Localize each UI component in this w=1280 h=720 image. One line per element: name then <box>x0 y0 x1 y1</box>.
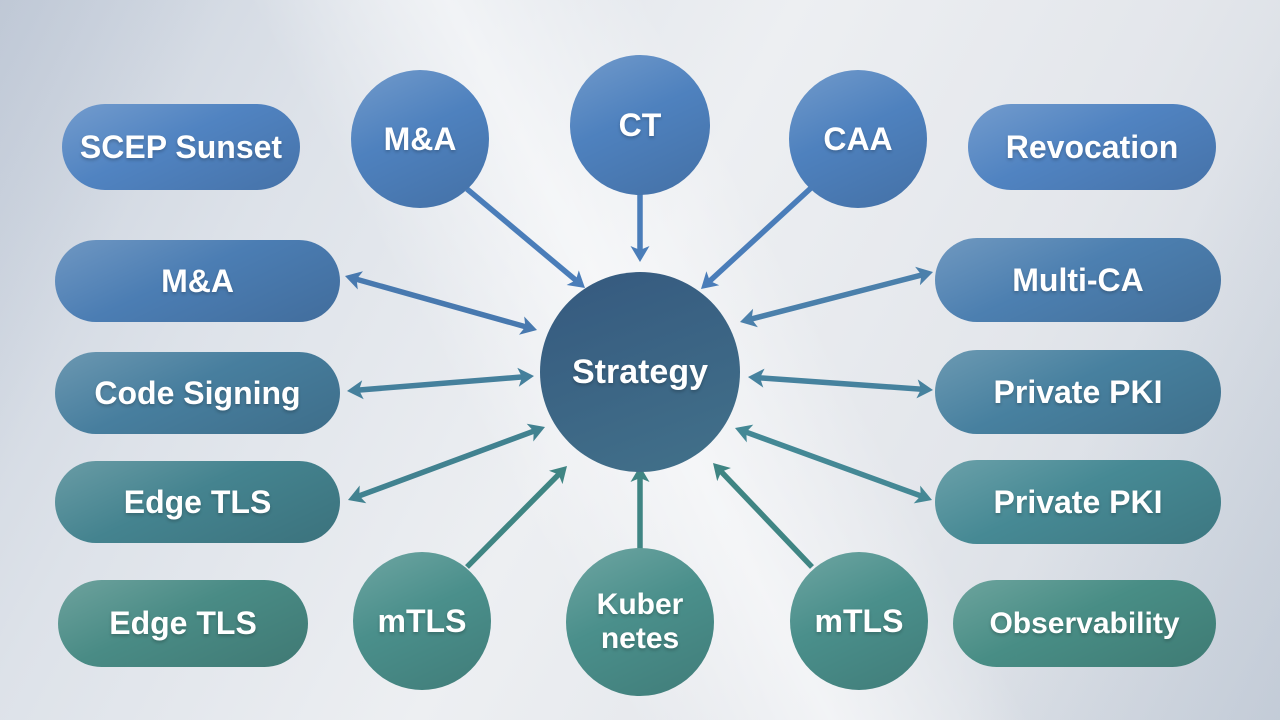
arrow-private-pki-2-both-strategy <box>735 424 932 504</box>
node-caa-label: CAA <box>823 120 893 157</box>
node-revocation: Revocation <box>968 104 1216 190</box>
arrow-mtls-right-to-strategy <box>713 463 814 569</box>
node-ct: CT <box>570 55 710 195</box>
node-edge-tls-2: Edge TLS <box>58 580 308 667</box>
node-mtls-right: mTLS <box>790 552 928 690</box>
node-strategy: Strategy <box>540 272 740 472</box>
node-ma-pill: M&A <box>55 240 340 322</box>
node-mtls-right-label: mTLS <box>814 602 904 639</box>
node-kubernetes-label: Kuber netes <box>596 588 684 655</box>
arrow-caa-to-strategy <box>701 185 813 289</box>
node-observability: Observability <box>953 580 1216 667</box>
node-multi-ca-label: Multi-CA <box>1012 261 1144 298</box>
node-code-signing: Code Signing <box>55 352 340 434</box>
node-strategy-label: Strategy <box>571 352 709 391</box>
node-observability-label: Observability <box>989 606 1180 640</box>
node-ma-pill-label: M&A <box>161 262 234 299</box>
node-private-pki-2: Private PKI <box>935 460 1221 544</box>
arrow-private-pki-1-both-strategy <box>748 368 933 399</box>
node-scep-sunset-label: SCEP Sunset <box>79 128 283 165</box>
node-private-pki-2-label: Private PKI <box>993 483 1163 520</box>
arrow-ct-to-strategy <box>630 194 650 262</box>
node-ma-circle-label: M&A <box>383 120 457 157</box>
arrow-ma-circle-to-strategy <box>465 186 585 288</box>
node-edge-tls-1: Edge TLS <box>55 461 340 543</box>
arrow-mtls-left-to-strategy <box>465 466 567 569</box>
node-multi-ca: Multi-CA <box>935 238 1221 322</box>
node-ct-label: CT <box>618 106 662 143</box>
arrow-code-signing-both-strategy <box>347 367 534 400</box>
node-mtls-left: mTLS <box>353 552 491 690</box>
arrow-kubernetes-to-strategy <box>630 466 650 551</box>
node-edge-tls-2-label: Edge TLS <box>109 605 257 641</box>
node-caa: CAA <box>789 70 927 208</box>
node-revocation-label: Revocation <box>1005 128 1179 165</box>
node-mtls-left-label: mTLS <box>377 602 467 639</box>
node-scep-sunset: SCEP Sunset <box>62 104 300 190</box>
arrow-edge-tls-1-both-strategy <box>348 423 545 504</box>
node-private-pki-1: Private PKI <box>935 350 1221 434</box>
arrow-ma-pill-both-strategy <box>345 271 537 335</box>
node-private-pki-1-label: Private PKI <box>993 373 1163 410</box>
arrow-multi-ca-both-strategy <box>740 266 933 328</box>
node-code-signing-label: Code Signing <box>94 374 301 411</box>
node-kubernetes: Kuber netes <box>566 548 714 696</box>
node-ma-circle: M&A <box>351 70 489 208</box>
node-edge-tls-1-label: Edge TLS <box>123 483 272 520</box>
